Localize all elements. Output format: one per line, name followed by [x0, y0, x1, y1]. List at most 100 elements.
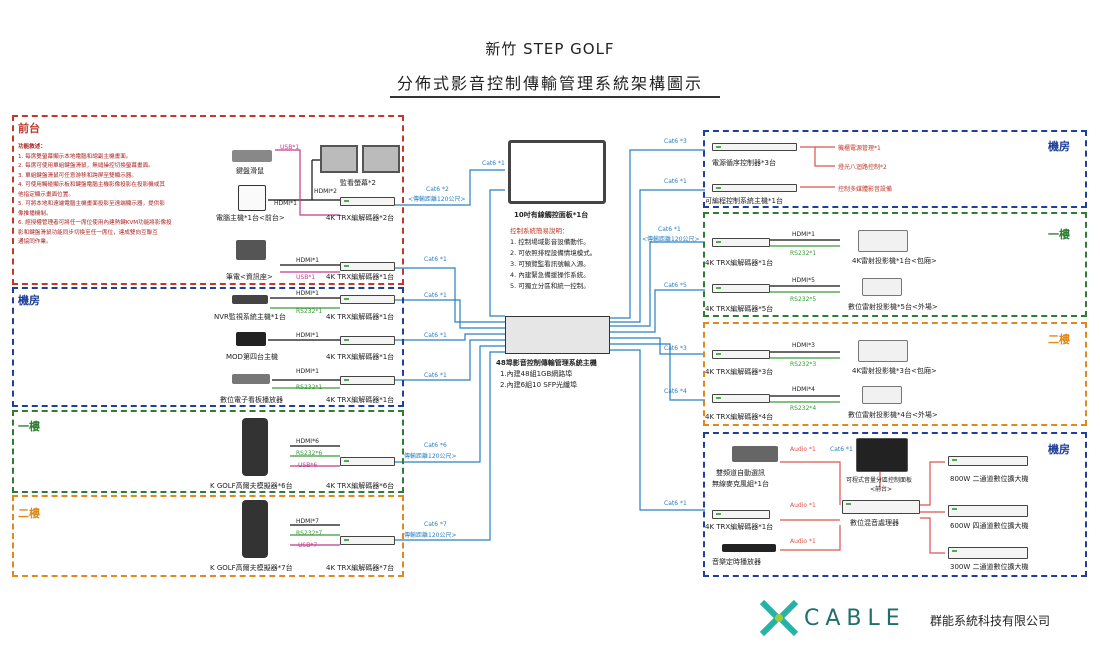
trx-encoder [340, 376, 395, 385]
logo-text: CABLE [804, 606, 906, 631]
kgolf7-label: K GOLF高爾夫模擬器*7台 [210, 564, 293, 572]
rs232-link-label: RS232*4 [790, 405, 817, 412]
hdmi-link-label: HDMI*2 [314, 188, 337, 195]
power-sequencer [712, 143, 797, 151]
golf-simulator-kiosk-icon [242, 418, 268, 476]
dsp-mixer [842, 500, 920, 514]
projector-icon [862, 278, 902, 296]
projector-power-label: 控制多媒體影音設備 [838, 186, 893, 193]
monitor-icon [320, 145, 358, 173]
distance-label: 傳輸距離120公尺> [404, 453, 457, 460]
cat6-link-label: Cat6 *1 [424, 372, 447, 379]
hdmi-link-label: HDMI*6 [296, 438, 319, 445]
touch-panel-label: 10吋有線觸控面板*1台 [514, 211, 589, 219]
cat6-link-label: Cat6 *1 [424, 292, 447, 299]
keyboard-icon [232, 150, 272, 162]
zone-label-machine-room-audio: 機房 [1048, 443, 1070, 456]
trx-f1a-label: 4K TRX編解碼器*1台 [705, 259, 774, 267]
pc-tower-icon [238, 185, 266, 211]
distance-label: <傳輸距離120公尺> [642, 236, 700, 243]
trx-encoder [340, 336, 395, 345]
trx1a-label: 4K TRX編解碼器*1台 [326, 273, 395, 281]
panel-note: 4. 內建緊急備援操作系統。 [510, 271, 590, 279]
feature-item: 1. 每席雙螢幕顯示本地電腦和總副主機畫面。 [18, 153, 132, 160]
amp800-label: 800W 二通道數位擴大機 [950, 475, 1029, 483]
panel-note: 5. 可獨立分區和統一控制。 [510, 282, 590, 290]
music-player-icon [722, 544, 776, 552]
laptop-icon [236, 240, 266, 260]
diagram-subtitle: 分佈式影音控制傳輸管理系統架構圖示 [396, 74, 703, 93]
trx-encoder [712, 510, 770, 519]
zone-floor2-left [12, 495, 404, 577]
monitors-label: 監看螢幕*2 [340, 179, 376, 187]
trx1d-label: 4K TRX編解碼器*1台 [326, 396, 395, 404]
amplifier [948, 456, 1028, 466]
rs232-link-label: RS232*3 [790, 361, 817, 368]
cat6-link-label: Cat6 *1 [830, 446, 853, 453]
zone-floor1-right [703, 212, 1087, 317]
laptop-label: 筆電<資訊座> [226, 273, 273, 281]
volume-panel-icon [856, 438, 908, 472]
feature-item: 通協同作業。 [18, 239, 52, 245]
feature-item: 2. 每席可使用單組鍵盤滑鼠，無縫操控切換螢幕畫面。 [18, 163, 154, 169]
cat6-link-label: Cat6 *1 [482, 160, 505, 167]
golf-simulator-kiosk-icon [242, 500, 268, 558]
audio-link-label: Audio *1 [790, 502, 816, 509]
hdmi-link-label: HDMI*1 [296, 368, 319, 375]
zone-label-floor2-right: 二樓 [1048, 333, 1070, 346]
trx-encoder [340, 457, 395, 466]
trx-f2b-label: 4K TRX編解碼器*4台 [705, 413, 774, 421]
trx6-label: 4K TRX編解碼器*6台 [326, 482, 395, 490]
hdmi-link-label: HDMI*3 [792, 342, 815, 349]
feature-title: 功能敘述： [18, 144, 46, 150]
proj-f2a-label: 4K雷射投影機*3台<包廂> [852, 367, 937, 375]
dsp-label: 數位混音處理器 [850, 519, 899, 527]
diagram-title: 新竹 STEP GOLF [485, 40, 615, 58]
distance-label: 傳輸距離120公尺> [404, 532, 457, 539]
kgolf6-label: K GOLF高爾夫模擬器*6台 [210, 482, 293, 490]
amp600-label: 600W 四通道數位擴大機 [950, 522, 1029, 530]
cat6-link-label: Cat6 *4 [664, 388, 687, 395]
amplifier [948, 505, 1028, 517]
zone-label-floor1-right: 一樓 [1048, 228, 1070, 241]
hdmi-link-label: HDMI*5 [792, 277, 815, 284]
monitor-icon [362, 145, 400, 173]
trx-encoder [712, 284, 770, 293]
mod-box-icon [236, 332, 266, 346]
zone-machine-room-right [703, 130, 1087, 208]
dsp-panel-label-2: <前台> [870, 486, 893, 493]
mic-label: 雙頻道自動選訊 [716, 469, 765, 477]
zone-front-desk [12, 115, 404, 285]
wireless-mic-icon [732, 446, 778, 462]
zone-machine-room-left [12, 287, 404, 407]
trx-encoder [712, 394, 770, 403]
amp300-label: 300W 二通道數位擴大機 [950, 563, 1029, 571]
cat6-link-label: Cat6 *7 [424, 521, 447, 528]
trx-encoder [712, 238, 770, 247]
cat6-link-label: Cat6 *2 [426, 186, 449, 193]
music-label: 音樂定時播放器 [712, 558, 761, 566]
company-name: 群能系統科技有限公司 [930, 614, 1051, 628]
amplifier [948, 547, 1028, 559]
prog-ctrl-label: 可編程控制系統主機*1台 [705, 197, 783, 205]
cat6-link-label: Cat6 *1 [424, 332, 447, 339]
feature-list: 功能敘述： 1. 每席雙螢幕顯示本地電腦和總副主機畫面。 2. 每席可使用單組鍵… [18, 143, 172, 248]
nvr-label: NVR監視系統主機*1台 [214, 313, 286, 321]
zone-label-machine-room-right: 機房 [1048, 140, 1070, 153]
light-ctrl-label: 燈光八迴路控制*2 [838, 164, 887, 171]
trx1b-label: 4K TRX編解碼器*1台 [326, 313, 395, 321]
hdmi-link-label: HDMI*1 [274, 200, 297, 207]
hdmi-link-label: HDMI*1 [296, 332, 319, 339]
trx-f1b-label: 4K TRX編解碼器*5台 [705, 305, 774, 313]
feature-item: 6. 經授權管理者可將任一席位使用內建熱鍵KVM功能將影像投 [18, 220, 172, 226]
rs232-link-label: RS232*5 [790, 296, 817, 303]
trx2-label: 4K TRX編解碼器*2台 [326, 214, 395, 222]
trx-encoder [340, 295, 395, 304]
usb-link-label: USB*6 [298, 462, 318, 469]
cat6-link-label: Cat6 *6 [424, 442, 447, 449]
proj-f1b-label: 數位雷射投影機*5台<外場> [848, 303, 938, 311]
programmable-controller [712, 184, 797, 192]
nvr-icon [232, 295, 268, 304]
hdmi-link-label: HDMI*1 [296, 290, 319, 297]
keyboard-label: 鍵盤滑鼠 [236, 167, 264, 175]
